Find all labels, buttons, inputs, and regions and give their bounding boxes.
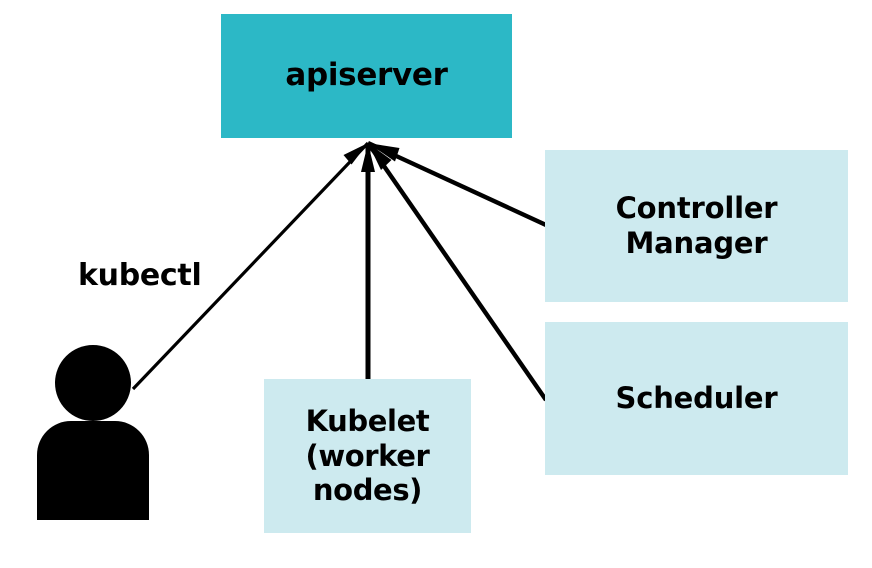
edge-controller-manager-to-apiserver [367, 141, 547, 227]
edge-scheduler-to-apiserver [366, 141, 548, 402]
edge-kubelet-to-apiserver [361, 143, 375, 379]
edge-label-kubectl: kubectl [78, 258, 202, 293]
node-kubelet[interactable]: Kubelet (worker nodes) [264, 379, 471, 533]
node-scheduler[interactable]: Scheduler [545, 322, 848, 475]
node-controller-manager[interactable]: Controller Manager [545, 150, 848, 302]
node-apiserver[interactable]: apiserver [221, 14, 512, 138]
person-icon [37, 345, 149, 520]
